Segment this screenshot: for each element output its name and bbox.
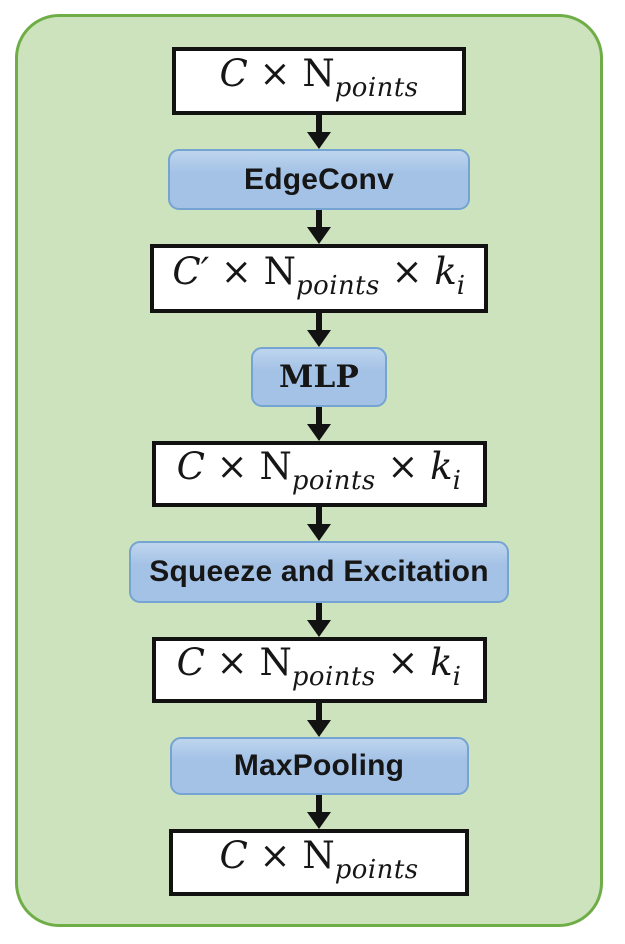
- arrow-shaft: [316, 407, 322, 424]
- op-edgeconv-label: EdgeConv: [244, 162, 394, 196]
- arrow-head-icon: [307, 330, 331, 347]
- tensor-mlp-output-label: C × Npoints × ki: [176, 445, 462, 496]
- arrow-shaft: [316, 115, 322, 132]
- arrow-shaft: [316, 507, 322, 524]
- arrow-head-icon: [307, 524, 331, 541]
- tensor-box-output: C × Npoints: [169, 829, 469, 896]
- flow-arrow: [307, 603, 331, 637]
- op-box-squeeze-excitation: Squeeze and Excitation: [129, 541, 509, 603]
- op-box-mlp: MLP: [251, 347, 387, 407]
- op-maxpooling-label: MaxPooling: [233, 749, 405, 782]
- op-squeeze-excitation-label: Squeeze and Excitation: [149, 555, 489, 588]
- arrow-head-icon: [307, 227, 331, 244]
- tensor-input-label: C × Npoints: [219, 52, 419, 103]
- flow-arrow: [307, 313, 331, 347]
- arrow-shaft: [316, 313, 322, 330]
- flow-column: C × Npoints EdgeConv C′ × Npoints × ki M…: [129, 47, 509, 896]
- tensor-box-edgeconv-output: C′ × Npoints × ki: [150, 244, 488, 313]
- op-box-edgeconv: EdgeConv: [168, 149, 470, 210]
- tensor-se-output-label: C × Npoints × ki: [176, 641, 462, 692]
- op-mlp-label: MLP: [278, 359, 360, 395]
- arrow-shaft: [316, 795, 322, 812]
- flow-arrow: [307, 407, 331, 441]
- arrow-head-icon: [307, 620, 331, 637]
- tensor-box-input: C × Npoints: [172, 47, 466, 115]
- flow-arrow: [307, 795, 331, 829]
- arrow-head-icon: [307, 812, 331, 829]
- arrow-shaft: [316, 210, 322, 227]
- flow-arrow: [307, 507, 331, 541]
- arrow-shaft: [316, 703, 322, 720]
- tensor-box-mlp-output: C × Npoints × ki: [151, 441, 487, 507]
- arrow-head-icon: [307, 720, 331, 737]
- tensor-box-se-output: C × Npoints × ki: [151, 637, 487, 703]
- tensor-output-label: C × Npoints: [219, 833, 419, 885]
- arrow-shaft: [316, 603, 322, 620]
- flow-arrow: [307, 115, 331, 149]
- op-box-maxpooling: MaxPooling: [169, 737, 469, 795]
- tensor-edgeconv-output-label: C′ × Npoints × ki: [172, 249, 466, 301]
- diagram-panel: C × Npoints EdgeConv C′ × Npoints × ki M…: [15, 14, 603, 927]
- flow-arrow: [307, 210, 331, 244]
- flow-arrow: [307, 703, 331, 737]
- arrow-head-icon: [307, 132, 331, 149]
- arrow-head-icon: [307, 424, 331, 441]
